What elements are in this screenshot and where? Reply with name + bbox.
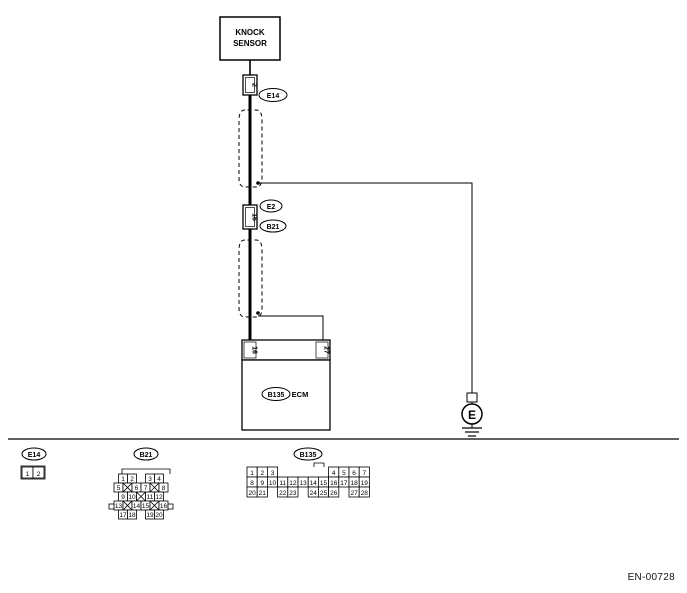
connector-pin: 14	[310, 480, 318, 487]
connector-pin: 27	[350, 490, 358, 497]
connector-pin: 17	[119, 512, 127, 519]
knock-sensor: KNOCK SENSOR	[219, 16, 281, 61]
connector-pin: 8	[162, 485, 166, 492]
connector-pin: 3	[148, 476, 152, 483]
connector-pin: 12	[155, 494, 163, 501]
connector-pin: 3	[271, 470, 275, 477]
connector-pin: 10	[128, 494, 136, 501]
connector-pin: 6	[352, 470, 356, 477]
connector-pin: 17	[340, 480, 348, 487]
ecm-connector-tag: B135	[268, 392, 285, 399]
ecm: 16 27 B135 ECM	[241, 339, 331, 431]
connector-pin: 28	[361, 490, 369, 497]
connector-pin: 18	[128, 512, 136, 519]
connector-pin: 13	[299, 480, 307, 487]
connector-pin: 2	[37, 471, 41, 478]
connector-pin: 2	[130, 476, 134, 483]
connector-pin: 21	[259, 490, 267, 497]
connector-e2-b21-pin: 16	[251, 213, 258, 221]
connector-e14-tag: E14	[267, 93, 280, 100]
connector-pin: 6	[135, 485, 139, 492]
connector-pin: 1	[121, 476, 125, 483]
connector-pin: 15	[142, 503, 150, 510]
connector-pin: 1	[26, 471, 30, 478]
connector-pin: 13	[115, 503, 123, 510]
connector-pin: 19	[361, 480, 369, 487]
connector-pin: 1	[250, 470, 254, 477]
knock-sensor-label-line2: SENSOR	[233, 39, 267, 48]
connector-view-b135-tag: B135	[300, 452, 317, 459]
ecm-pin-16: 16	[251, 346, 258, 354]
connector-pin: 5	[342, 470, 346, 477]
connector-pin: 16	[330, 480, 338, 487]
connector-pin: 16	[160, 503, 168, 510]
ecm-label: ECM	[292, 390, 309, 399]
connector-pin: 11	[147, 494, 154, 501]
connector-pin: 8	[250, 480, 254, 487]
knock-sensor-label-line1: KNOCK	[235, 28, 265, 37]
connector-view-e14-tag: E14	[28, 452, 41, 459]
connector-b21-tag: B21	[267, 224, 280, 231]
ground-symbol: E	[461, 392, 483, 437]
connector-pin: 2	[260, 470, 264, 477]
connector-pin: 7	[362, 470, 366, 477]
connector-pin: 9	[121, 494, 125, 501]
connector-pin: 10	[269, 480, 277, 487]
connector-pin: 18	[350, 480, 358, 487]
connector-pin: 20	[248, 490, 256, 497]
connector-view-b21-tag: B21	[140, 452, 153, 459]
connector-e14-inline: 2 E14	[242, 74, 288, 102]
connector-pin: 14	[133, 503, 141, 510]
connector-pin: 7	[144, 485, 148, 492]
ecm-pin-27: 27	[323, 346, 330, 354]
figure-id: EN-00728	[627, 572, 675, 583]
connector-pin: 11	[279, 480, 286, 487]
connector-pin: 4	[157, 476, 161, 483]
connector-pin: 19	[146, 512, 154, 519]
connector-pin: 24	[310, 490, 318, 497]
lower-shield	[238, 239, 263, 318]
connector-pin: 5	[117, 485, 121, 492]
connector-e2-b21-inline: 16 E2 B21	[242, 199, 287, 233]
connector-pin: 4	[332, 470, 336, 477]
connector-pin: 25	[320, 490, 328, 497]
ground-label: E	[468, 408, 476, 422]
connector-e2-tag: E2	[267, 204, 276, 211]
connector-pin: 12	[289, 480, 297, 487]
shield-ground-wire	[258, 182, 473, 393]
connector-pin: 20	[155, 512, 163, 519]
connector-pin: 22	[279, 490, 287, 497]
connector-pin: 9	[260, 480, 264, 487]
connector-pin: 15	[320, 480, 328, 487]
connector-e14-pin: 2	[251, 83, 258, 87]
connector-pin: 26	[330, 490, 338, 497]
connector-pin: 23	[289, 490, 297, 497]
shield-ecm-wire	[258, 315, 324, 340]
